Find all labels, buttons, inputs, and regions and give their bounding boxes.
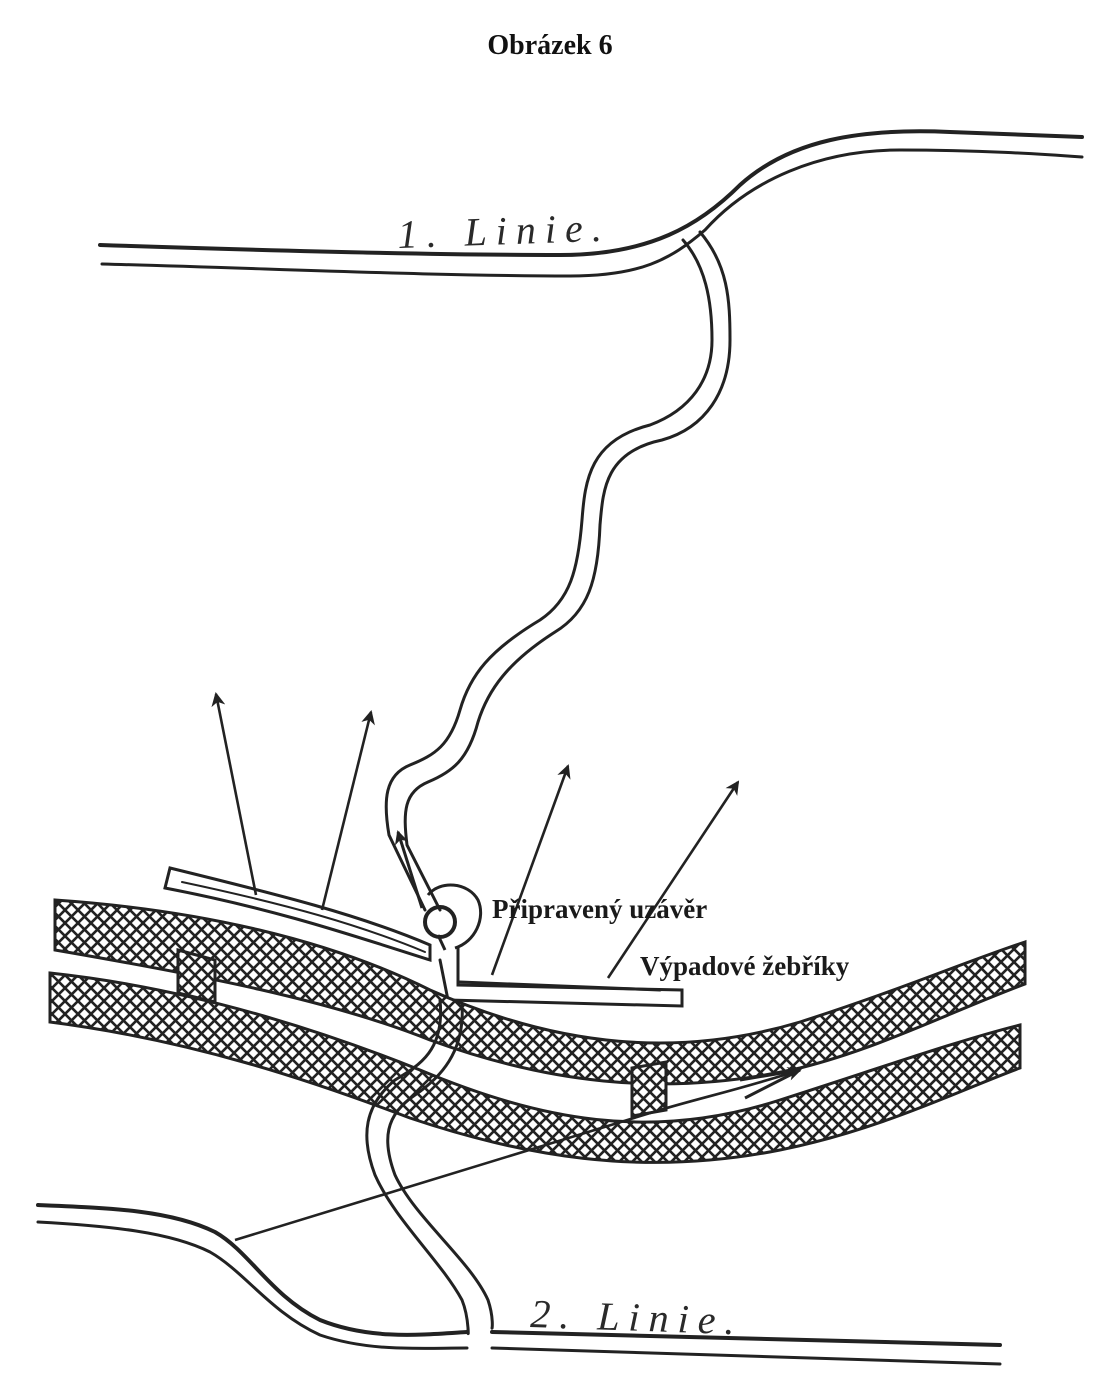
- figure-title: Obrázek 6: [487, 30, 613, 61]
- prepared-barrier-label: Připravený uzávěr: [492, 894, 707, 924]
- prepared-barrier-symbol: [423, 883, 483, 951]
- wire-link-left: [176, 948, 217, 1004]
- second-line-trench: [36, 1203, 1002, 1366]
- communication-trench: [384, 230, 732, 912]
- breakthrough-arrow: [234, 1067, 802, 1242]
- advance-arrow-4: [606, 780, 740, 979]
- first-line-label: 1. Linie.: [397, 205, 612, 257]
- advance-arrows: [211, 692, 740, 979]
- left-sally-ladders: [163, 866, 432, 963]
- advance-arrow-3: [490, 764, 571, 976]
- wire-passage-trench: [365, 998, 494, 1336]
- wire-link-right: [630, 1060, 668, 1118]
- sally-ladders-label: Výpadové žebříky: [640, 951, 850, 981]
- first-line-trench: [98, 129, 1084, 278]
- right-sally-ladders: [438, 946, 684, 1008]
- front-wire-belt: [53, 898, 1027, 1086]
- advance-arrow-1: [211, 692, 258, 896]
- wire-obstacle-belts: [48, 898, 1027, 1164]
- advance-arrow-2: [320, 710, 375, 911]
- second-line-label: 2. Linie.: [530, 1291, 745, 1343]
- trench-direction-arrow: [394, 830, 424, 909]
